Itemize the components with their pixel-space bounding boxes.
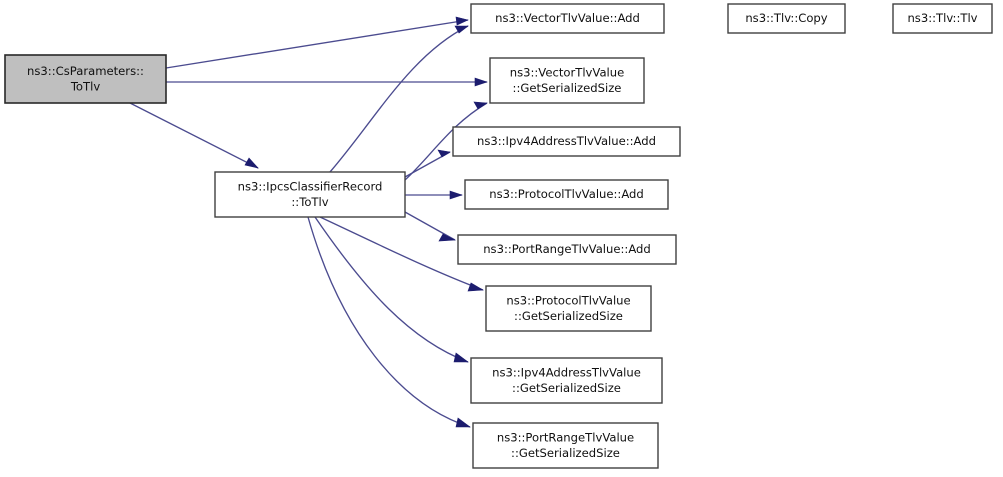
arrow-head-icon [454, 25, 469, 34]
node-box[interactable] [892, 3, 993, 34]
arrow-head-icon [474, 77, 488, 87]
call-edge-cs_parameters_totlv-to-vector_tlv_value_getserializedsize [166, 77, 488, 87]
graph-node-tlv_copy[interactable]: ns3::Tlv::Copy [727, 3, 846, 34]
graph-node-protocol_tlv_value_getserializedsize[interactable]: ns3::ProtocolTlvValue::GetSerializedSize [485, 285, 652, 332]
call-edge-ipcs_classifier_record_totlv-to-ipv4_address_tlv_value_add [404, 149, 451, 178]
graph-node-port_range_tlv_value_getserializedsize[interactable]: ns3::PortRangeTlvValue::GetSerializedSiz… [472, 422, 659, 469]
call-edge-ipcs_classifier_record_totlv-to-protocol_tlv_value_getserializedsize [319, 216, 484, 292]
edge-line [165, 19, 469, 69]
arrow-head-icon [455, 16, 469, 26]
node-box[interactable] [470, 357, 663, 404]
call-edge-ipcs_classifier_record_totlv-to-port_range_tlv_value_getserializedsize [307, 216, 471, 428]
node-box[interactable] [489, 57, 645, 104]
node-layer: ns3::CsParameters::ToTlvns3::IpcsClassif… [4, 3, 993, 469]
arrow-head-icon [437, 149, 451, 158]
node-box[interactable] [470, 3, 665, 34]
node-box[interactable] [457, 234, 677, 265]
graph-node-protocol_tlv_value_add[interactable]: ns3::ProtocolTlvValue::Add [464, 179, 669, 210]
graph-node-vector_tlv_value_add[interactable]: ns3::VectorTlvValue::Add [470, 3, 665, 34]
call-edge-ipcs_classifier_record_totlv-to-ipv4_address_tlv_value_getserializedsize [314, 216, 469, 363]
graph-node-ipcs_classifier_record_totlv[interactable]: ns3::IpcsClassifierRecord::ToTlv [214, 171, 406, 218]
edge-line [129, 102, 259, 169]
arrow-head-icon [467, 282, 484, 292]
edge-layer [129, 16, 488, 428]
edge-line [314, 216, 469, 363]
node-box[interactable] [4, 54, 167, 104]
graph-node-tlv_tlv[interactable]: ns3::Tlv::Tlv [892, 3, 993, 34]
call-edge-cs_parameters_totlv-to-ipcs_classifier_record_totlv [129, 102, 259, 169]
graph-node-vector_tlv_value_getserializedsize[interactable]: ns3::VectorTlvValue::GetSerializedSize [489, 57, 645, 104]
call-edge-ipcs_classifier_record_totlv-to-protocol_tlv_value_add [405, 190, 463, 200]
node-box[interactable] [727, 3, 846, 34]
node-box[interactable] [472, 422, 659, 469]
edge-line [307, 216, 471, 428]
node-box[interactable] [214, 171, 406, 218]
arrow-head-icon [438, 233, 457, 242]
graph-node-ipv4_address_tlv_value_add[interactable]: ns3::Ipv4AddressTlvValue::Add [452, 126, 681, 157]
arrow-head-icon [453, 352, 469, 363]
node-box[interactable] [464, 179, 669, 210]
graph-node-cs_parameters_totlv[interactable]: ns3::CsParameters::ToTlv [4, 54, 167, 104]
node-box[interactable] [485, 285, 652, 332]
graph-node-ipv4_address_tlv_value_getserializedsize[interactable]: ns3::Ipv4AddressTlvValue::GetSerializedS… [470, 357, 663, 404]
arrow-head-icon [455, 417, 471, 428]
call-edge-ipcs_classifier_record_totlv-to-vector_tlv_value_add [329, 25, 469, 173]
arrow-head-icon [473, 101, 488, 110]
edge-line [404, 211, 456, 241]
node-box[interactable] [452, 126, 681, 157]
edge-line [329, 25, 469, 173]
call-edge-ipcs_classifier_record_totlv-to-port_range_tlv_value_add [404, 211, 457, 242]
call-edge-cs_parameters_totlv-to-vector_tlv_value_add [165, 16, 469, 69]
arrow-head-icon [244, 157, 259, 169]
edge-line [319, 216, 484, 291]
arrow-head-icon [449, 190, 463, 200]
graph-node-port_range_tlv_value_add[interactable]: ns3::PortRangeTlvValue::Add [457, 234, 677, 265]
